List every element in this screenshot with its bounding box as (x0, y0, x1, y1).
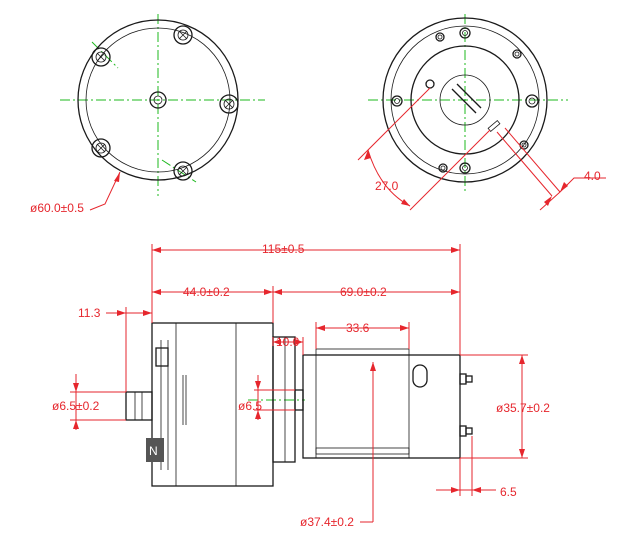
front-view-mount-ear-bottom-right (173, 161, 193, 181)
angle-extension-b (409, 129, 491, 211)
angle-offset-label: 27.0 (375, 179, 399, 193)
side-view: N 115±0.5 44.0±0.2 (52, 242, 550, 529)
body-dia-arrow (370, 362, 376, 371)
shaft-dia-arrow-t (255, 381, 261, 390)
back-view-outer-circle (382, 17, 548, 183)
front-view-centerline-diag-b (161, 159, 197, 183)
shaft-dia-arrow-b (255, 410, 261, 419)
gearbox-length-label: 44.0±0.2 (183, 285, 230, 299)
back-view-rim (390, 25, 540, 175)
gearbox-fitting (155, 347, 169, 367)
nozzle-arrow-l (117, 310, 126, 316)
front-view-mount-ear-bottom-left (91, 138, 111, 158)
front-view-shaft-outer (149, 91, 167, 109)
motor-terminal-bottom (459, 425, 473, 437)
slot-arrow-a (544, 196, 552, 206)
terminal-arrow-l (451, 487, 460, 493)
front-view-rim (85, 27, 231, 173)
back-view-slot (451, 83, 482, 114)
motor-dia-arrow-t (519, 355, 525, 364)
slot-width-label: 4.0 (584, 169, 601, 183)
motor-offset-label: 33.6 (346, 321, 370, 335)
overall-arrow-r (451, 247, 460, 253)
front-view-outer-circle (77, 19, 239, 181)
back-view-bolt-left (391, 95, 403, 107)
body-diameter-label: ø37.4±0.2 (300, 515, 354, 529)
motor-arrow-r (451, 289, 460, 295)
nozzle-length-label: 11.3 (78, 306, 101, 320)
angle-dimension-arc (367, 149, 411, 207)
angle-arrow-b (401, 199, 410, 206)
front-diameter-label: ø60.0±0.5 (30, 201, 84, 215)
front-diameter-leader (89, 171, 121, 211)
nozzle (125, 391, 153, 421)
front-view-mount-ear-top-right (173, 25, 193, 45)
back-view: 27.0 4.0 (357, 14, 606, 211)
nozzle-arrow-r (143, 310, 152, 316)
back-view-bolt-bl (438, 163, 448, 173)
back-view-bolt-right (525, 94, 539, 108)
motor-vent (412, 364, 428, 388)
back-view-bolt-tr (512, 49, 522, 59)
front-view-shaft-inner (153, 95, 163, 105)
back-view-bolt-top (459, 27, 471, 39)
angle-extension-a (357, 87, 431, 161)
back-view-end-cap (439, 74, 491, 126)
gearbox-arrow-l (152, 289, 161, 295)
angle-arrow-a (364, 150, 371, 160)
nozzle-dia-arrow-t (73, 383, 79, 392)
front-diameter-arrow (114, 172, 120, 182)
slot-arrow-b (560, 182, 568, 192)
slot-extension-a (496, 131, 553, 197)
front-view-centerline-diag-a (91, 41, 119, 69)
shaft-arrow-r (295, 339, 303, 345)
front-view-mount-ear-top-left (91, 47, 111, 67)
front-view: ø60.0±0.5 (30, 14, 265, 215)
back-view-terminal-a (425, 79, 435, 89)
motor-band-top (315, 348, 410, 356)
label-mark: N (149, 444, 158, 458)
nozzle-dia-arrow-b (73, 420, 79, 429)
overall-arrow-l (152, 247, 161, 253)
offset-arrow-l (316, 325, 325, 331)
terminal-offset-label: 6.5 (500, 485, 517, 499)
slot-extension-b (504, 127, 561, 193)
back-view-terminal-b (487, 120, 501, 132)
label-plate (146, 438, 164, 462)
terminal-arrow-r (472, 487, 481, 493)
motor-arrow-l (273, 289, 282, 295)
back-view-bolt-tl (435, 32, 445, 42)
offset-arrow-r (400, 325, 409, 331)
shaft-length-label: 10.0 (276, 335, 300, 349)
front-view-mount-ear-right (219, 94, 239, 114)
shaft-diameter-label: ø6.5 (238, 399, 262, 413)
motor-length-label: 69.0±0.2 (340, 285, 387, 299)
nozzle-diameter-label: ø6.5±0.2 (52, 399, 100, 413)
gearbox-arrow-r (264, 289, 273, 295)
back-view-bolt-bottom (459, 162, 471, 174)
motor-terminal-top (459, 373, 473, 385)
motor-diameter-label: ø35.7±0.2 (496, 401, 550, 415)
overall-length-label: 115±0.5 (262, 242, 305, 256)
shaft-arrow-l (273, 339, 281, 345)
motor-band-bottom (315, 447, 410, 455)
back-view-motor-circle (410, 45, 520, 155)
motor-body (302, 354, 461, 459)
motor-dia-arrow-b (519, 449, 525, 458)
